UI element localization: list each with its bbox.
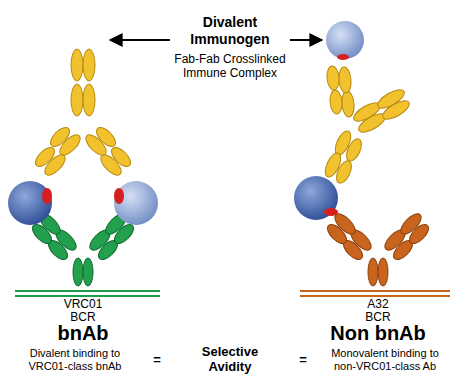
vrc01-bcr <box>29 211 136 286</box>
equals-sign: = <box>150 352 164 367</box>
equals-sign: = <box>296 352 310 367</box>
antigen-sphere <box>8 181 158 225</box>
class-heading: Non bnAb <box>308 322 448 344</box>
receptor-label: A32 BCR <box>361 298 395 324</box>
immunogen <box>32 49 133 178</box>
binding-note: Monovalent binding to non-VRC01-class Ab <box>320 347 450 373</box>
receptor-label: VRC01 BCR <box>58 298 108 324</box>
membrane <box>15 291 450 296</box>
a32-bcr <box>324 211 431 286</box>
avidity-label: Selective Avidity <box>190 344 270 374</box>
binding-note: Divalent binding to VRC01-class bnAb <box>15 347 135 373</box>
class-heading: bnAb <box>23 322 143 344</box>
immunogen <box>322 66 412 186</box>
complex-label: Fab-Fab Crosslinked Immune Complex <box>170 52 290 80</box>
immunogen-label: Divalent Immunogen <box>180 14 280 48</box>
antigen-sphere <box>294 21 364 220</box>
